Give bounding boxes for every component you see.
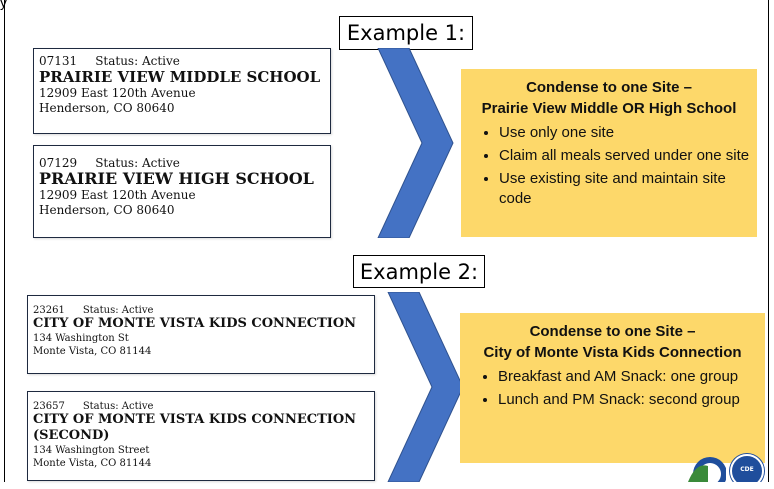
site-code: 23261 [33, 305, 65, 316]
callout-bullet-list: Breakfast and AM Snack: one group Lunch … [466, 367, 759, 410]
callout-bullet: Breakfast and AM Snack: one group [498, 367, 759, 387]
site-address-line2: Henderson, CO 80640 [39, 203, 175, 217]
callout-subheading: Prairie View Middle OR High School [481, 100, 737, 117]
site-status: Status: Active [82, 401, 154, 412]
site-name: PRAIRIE VIEW MIDDLE SCHOOL [39, 68, 321, 86]
site-code: 23657 [33, 401, 65, 412]
cde-logo-text: CDE [740, 466, 754, 473]
example-2-label: Example 2: [353, 255, 485, 288]
site-status: Status: Active [95, 156, 180, 170]
site-address-line2: Monte Vista, CO 81144 [33, 346, 152, 357]
callout-heading: Condense to one Site – [529, 323, 696, 340]
site-status: Status: Active [95, 54, 180, 68]
site-code: 07129 [39, 156, 78, 170]
callout-bullet-list: Use only one site Claim all meals served… [467, 123, 751, 209]
site-address-line2: Henderson, CO 80640 [39, 101, 175, 115]
site-status: Status: Active [82, 305, 154, 316]
callout-bullet: Use existing site and maintain site code [499, 169, 751, 209]
site-code: 07131 [39, 54, 78, 68]
site-address-line1: 134 Washington Street [33, 445, 150, 456]
callout-bullet: Lunch and PM Snack: second group [498, 390, 759, 410]
callout-subheading: City of Monte Vista Kids Connection [483, 344, 742, 361]
site-name: CITY OF MONTE VISTA KIDS CONNECTION [33, 316, 357, 331]
site-address-line1: 12909 East 120th Avenue [39, 188, 196, 202]
callout-heading: Condense to one Site – [526, 79, 692, 96]
site-name: CITY OF MONTE VISTA KIDS CONNECTION (SEC… [33, 412, 357, 443]
footer-logos: CDE [686, 452, 766, 482]
chevron-arrow-1 [377, 48, 454, 238]
site-card-07131: 07131 Status: Active PRAIRIE VIEW MIDDLE … [33, 48, 331, 134]
site-card-07129: 07129 Status: Active PRAIRIE VIEW HIGH SC… [33, 145, 331, 238]
site-address-line1: 12909 East 120th Avenue [39, 86, 196, 100]
callout-bullet: Claim all meals served under one site [499, 146, 751, 166]
site-card-23657: 23657 Status: Active CITY OF MONTE VISTA … [27, 391, 375, 481]
state-seal-logo-icon [688, 457, 726, 482]
cropped-text: y [0, 0, 7, 10]
slide-frame [4, 0, 769, 482]
site-card-23261: 23261 Status: Active CITY OF MONTE VISTA … [27, 295, 375, 374]
chevron-arrow-2 [387, 292, 464, 482]
callout-example-2: Condense to one Site – City of Monte Vis… [460, 313, 765, 463]
site-name: PRAIRIE VIEW HIGH SCHOOL [39, 169, 314, 188]
site-address-line1: 134 Washington St [33, 333, 129, 344]
callout-bullet: Use only one site [499, 123, 751, 143]
cde-logo: CDE [730, 454, 764, 482]
example-1-label: Example 1: [339, 16, 473, 50]
callout-example-1: Condense to one Site – Prairie View Midd… [461, 69, 757, 237]
site-address-line2: Monte Vista, CO 81144 [33, 458, 152, 469]
